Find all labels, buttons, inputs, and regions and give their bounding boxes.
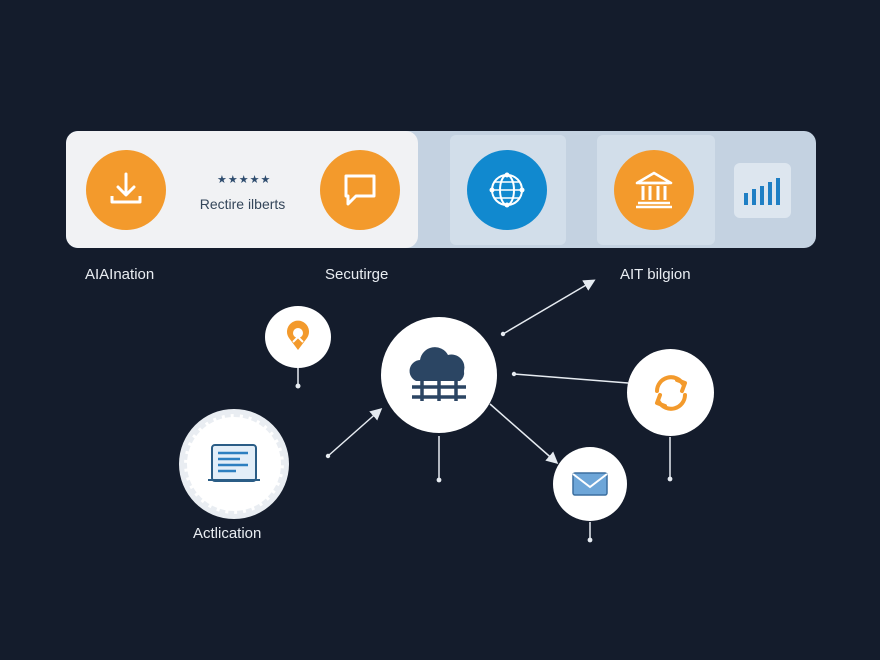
mail-icon	[572, 472, 608, 496]
cloud-server-node[interactable]	[381, 317, 497, 433]
download-icon[interactable]	[86, 150, 166, 230]
center-to-top-connector	[502, 279, 596, 335]
label-right: AIT bilgion	[620, 266, 691, 283]
bar-chart-icon[interactable]	[734, 163, 791, 218]
download-glyph	[110, 172, 142, 204]
document-gear-node[interactable]	[184, 414, 284, 514]
center-to-mail-connector	[489, 403, 559, 464]
chat-bubble-icon[interactable]	[320, 150, 400, 230]
mail-node[interactable]	[553, 447, 627, 521]
bank-icon[interactable]	[614, 150, 694, 230]
bar-chart-glyph	[743, 177, 780, 205]
network-globe-glyph	[489, 172, 525, 208]
feature-bar-text: Rectire ilberts	[199, 196, 286, 212]
rating-stars-text: ★★★★★	[217, 174, 272, 186]
bank-glyph	[635, 171, 673, 209]
document-gear-icon	[208, 444, 260, 482]
center-to-sync-connector	[513, 373, 629, 384]
location-pin-icon	[287, 320, 309, 350]
label-center: Secutirge	[325, 266, 389, 283]
network-globe-icon[interactable]	[467, 150, 547, 230]
sync-node[interactable]	[627, 349, 714, 436]
cloud-server-icon	[409, 347, 466, 401]
doc-to-center-connector	[327, 408, 383, 457]
sync-icon	[654, 374, 687, 411]
rating-stars: ★★★★★	[217, 173, 271, 186]
chat-bubble-glyph	[344, 174, 376, 206]
label-left: AIAInation	[85, 266, 155, 283]
location-pin-node[interactable]	[265, 306, 331, 368]
label-bottom: Actlication	[193, 525, 262, 542]
